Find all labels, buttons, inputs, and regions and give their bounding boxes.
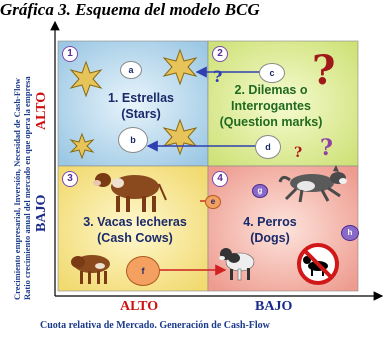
question-mark-icon: ? bbox=[320, 135, 333, 161]
bubble-h: h bbox=[341, 225, 359, 241]
question-mark-icon: ? bbox=[213, 67, 222, 86]
question-mark-icon: ? bbox=[312, 47, 335, 94]
y-axis-caption: Crecimiento empresarial, Inversión, Nece… bbox=[12, 10, 32, 300]
x-axis-high-label: ALTO bbox=[120, 299, 159, 314]
no-dogs-sign-icon bbox=[297, 243, 339, 285]
cow-icon bbox=[93, 173, 167, 212]
x-axis-low-label: BAJO bbox=[255, 299, 293, 314]
quadrant-cash-cows-label: 3. Vacas lecheras (Cash Cows) bbox=[70, 214, 200, 246]
quadrant-cash-cows-title: 3. Vacas lecheras bbox=[83, 215, 187, 229]
bubble-f: f bbox=[126, 256, 160, 286]
bubble-d: d bbox=[255, 135, 281, 159]
quadrant-number-4: 4 bbox=[212, 171, 228, 187]
star-icon bbox=[69, 132, 95, 160]
y-axis-low-label: BAJO bbox=[34, 194, 49, 232]
quadrant-dogs-title: 4. Perros bbox=[243, 215, 297, 229]
quadrant-number-1: 1 bbox=[62, 46, 78, 62]
figure-title: Gráfica 3. Esquema del modelo BCG bbox=[0, 0, 260, 19]
cow-icon bbox=[71, 255, 110, 284]
dog-icon bbox=[219, 248, 255, 281]
quadrant-question-marks-label: 2. Dilemas o Interrogantes (Question mar… bbox=[208, 82, 334, 130]
quadrant-cash-cows-subtitle: (Cash Cows) bbox=[97, 231, 173, 245]
star-icon bbox=[162, 118, 198, 156]
quadrant-dogs-label: 4. Perros (Dogs) bbox=[220, 214, 320, 246]
y-axis-high-label: ALTO bbox=[34, 91, 49, 130]
quadrant-stars-label: 1. Estrellas (Stars) bbox=[86, 90, 196, 122]
y-axis-caption-line2: Ratio crecimiento anual del mercado en q… bbox=[22, 76, 32, 300]
star-icon bbox=[69, 60, 103, 98]
quadrant-stars-subtitle: (Stars) bbox=[121, 107, 161, 121]
quadrant-number-3: 3 bbox=[62, 171, 78, 187]
x-axis-caption: Cuota relativa de Mercado. Generación de… bbox=[40, 320, 270, 331]
quadrant-question-marks-title-2: Interrogantes bbox=[231, 99, 311, 113]
question-mark-icon: ? bbox=[294, 145, 302, 161]
bubble-e: e bbox=[205, 195, 221, 209]
bubble-b: b bbox=[118, 127, 148, 153]
quadrant-stars-title: 1. Estrellas bbox=[107, 91, 174, 105]
dog-icon bbox=[278, 165, 347, 203]
quadrant-question-marks-subtitle: (Question marks) bbox=[219, 115, 323, 129]
quadrant-dogs-subtitle: (Dogs) bbox=[250, 231, 290, 245]
y-axis-caption-line1: Crecimiento empresarial, Inversión, Nece… bbox=[12, 78, 22, 300]
bubble-c: c bbox=[259, 63, 285, 83]
star-icon bbox=[162, 48, 198, 86]
quadrant-question-marks bbox=[207, 40, 359, 167]
quadrant-question-marks-title: 2. Dilemas o bbox=[234, 83, 308, 97]
bubble-a: a bbox=[120, 61, 142, 79]
bubble-g: g bbox=[252, 184, 268, 198]
quadrant-number-2: 2 bbox=[212, 46, 228, 62]
